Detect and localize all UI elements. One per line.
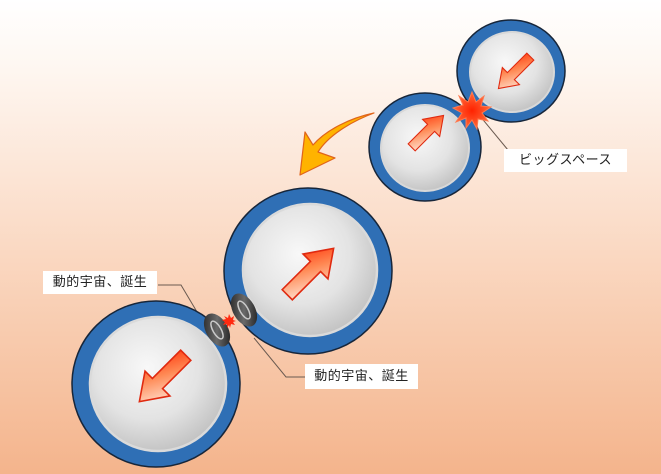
arrow-up-right-icon bbox=[281, 247, 335, 301]
curved-arrow-icon bbox=[299, 112, 375, 176]
leader-birth-left bbox=[158, 284, 204, 323]
wormhole-icon bbox=[230, 293, 258, 327]
arrow-down-left-icon bbox=[497, 52, 535, 90]
universe-bubble-d bbox=[71, 300, 241, 468]
explosion-burst-icon bbox=[451, 90, 493, 131]
explosion-burst-small-icon bbox=[222, 314, 236, 328]
arrow-up-right-icon bbox=[407, 114, 445, 152]
universe-bubble-a bbox=[456, 19, 566, 123]
leader-birth-right bbox=[253, 337, 305, 378]
label-big-space: ビッグスペース bbox=[504, 149, 627, 172]
universe-bubble-c bbox=[223, 187, 393, 355]
label-dynamic-universe-birth-right: 動的宇宙、誕生 bbox=[305, 364, 418, 389]
label-dynamic-universe-birth-left: 動的宇宙、誕生 bbox=[43, 271, 157, 294]
wormhole-icon bbox=[203, 313, 231, 347]
universe-bubble-b bbox=[368, 92, 482, 202]
arrow-down-left-icon bbox=[138, 349, 192, 403]
